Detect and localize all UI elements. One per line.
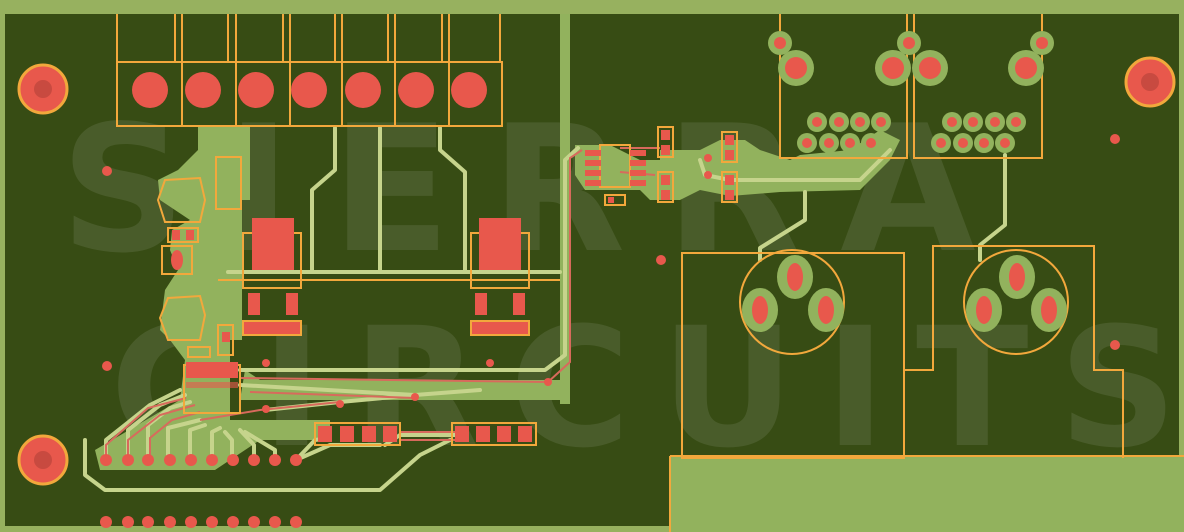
- pads: [100, 72, 1120, 528]
- silkscreen: [116, 14, 1184, 532]
- jack-ring-right: [963, 249, 1069, 355]
- copper-pour-bottom-right: [670, 456, 1184, 532]
- copper-pour-mid-connector: [575, 130, 900, 200]
- copper-pour-mid-band: [240, 370, 570, 400]
- jack-ring-left: [739, 249, 845, 355]
- header-pads: [132, 72, 487, 108]
- ic-left-pads: [186, 362, 238, 378]
- copper-pour-left-column: [95, 125, 330, 470]
- header-outline: [116, 61, 503, 127]
- inner-traces: [105, 147, 660, 460]
- regulator-right-tab: [479, 218, 521, 270]
- bottom-row-pads: [100, 454, 302, 466]
- edge-pads: [100, 516, 302, 528]
- connector-row-1-outline: [314, 422, 401, 446]
- mounting-holes: [17, 56, 1176, 486]
- power-jacks: [742, 255, 1067, 332]
- right-connectors: [768, 31, 1054, 153]
- regulator-left-tab: [252, 218, 294, 270]
- power-jack-left-outline: [681, 252, 905, 459]
- connector-row-2-outline: [451, 422, 537, 446]
